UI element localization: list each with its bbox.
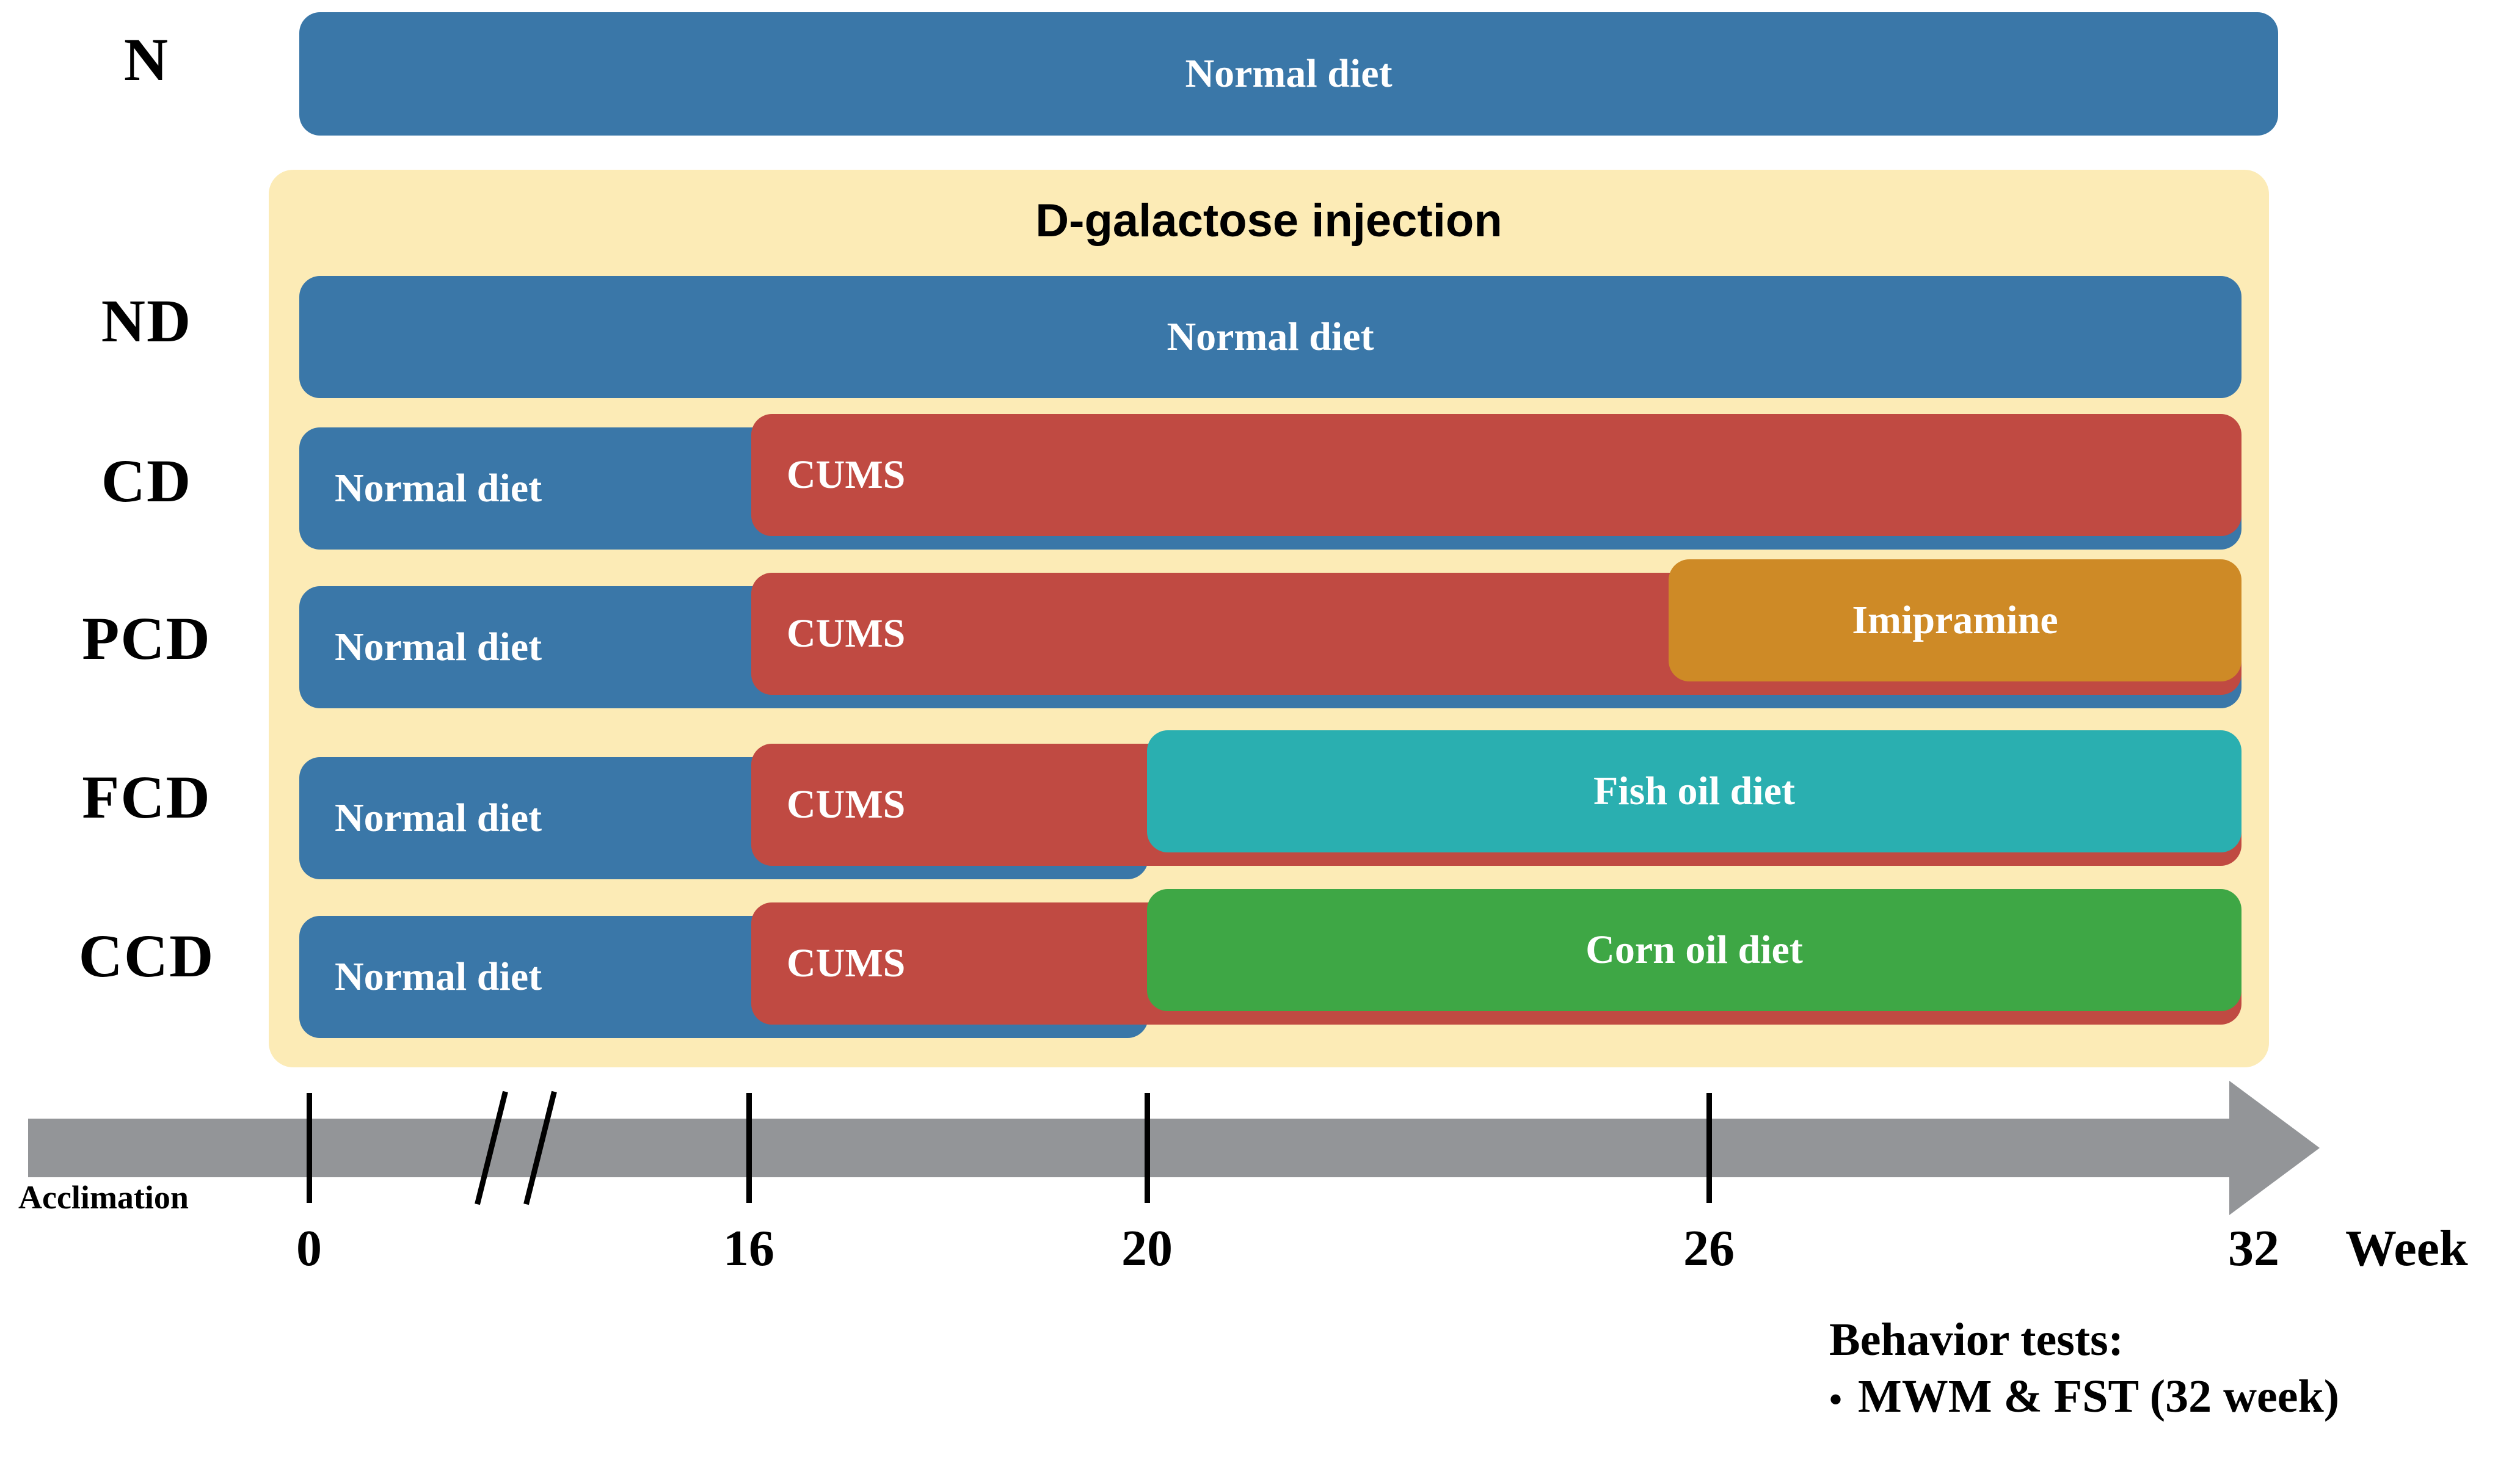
bar-cd-cums: CUMS	[751, 414, 2241, 536]
group-label-ccd: CCD	[78, 922, 215, 990]
bar-nd-normal-diet: Normal diet	[299, 276, 2241, 398]
behavior-tests-note: Behavior tests: • MWM & FST (32 week)	[1829, 1312, 2339, 1425]
behavior-tests-heading: Behavior tests:	[1829, 1314, 2124, 1365]
tick-week-26	[1706, 1093, 1712, 1203]
tick-week-0	[307, 1093, 312, 1203]
behavior-tests-item: • MWM & FST (32 week)	[1829, 1368, 2339, 1425]
axis-unit-label: Week	[2345, 1220, 2468, 1277]
tick-week-16	[746, 1093, 752, 1203]
acclimation-label: Acclimation	[18, 1179, 189, 1216]
group-label-fcd: FCD	[82, 763, 211, 831]
tick-label-week-26: 26	[1683, 1220, 1735, 1277]
tick-week-20	[1145, 1093, 1150, 1203]
bar-pcd-imipramine: Imipramine	[1669, 559, 2241, 681]
group-label-pcd: PCD	[82, 604, 211, 672]
d-galactose-label: D-galactose injection	[1035, 195, 1502, 247]
tick-label-week-0: 0	[296, 1220, 322, 1277]
bar-n-normal-diet: Normal diet	[299, 12, 2278, 136]
bar-ccd-corn-oil-diet: Corn oil diet	[1147, 889, 2241, 1011]
bar-fcd-fish-oil-diet: Fish oil diet	[1147, 730, 2241, 852]
group-label-cd: CD	[101, 447, 192, 515]
group-label-nd: ND	[101, 287, 192, 355]
behavior-tests-item-label: MWM & FST (32 week)	[1858, 1370, 2340, 1422]
timeline-axis-shaft	[28, 1119, 2245, 1177]
bullet-icon: •	[1829, 1379, 1843, 1420]
timeline-arrow-head	[2229, 1081, 2320, 1215]
tick-label-week-16: 16	[723, 1220, 774, 1277]
tick-label-week-20: 20	[1121, 1220, 1173, 1277]
tick-label-week-32: 32	[2228, 1220, 2279, 1277]
group-label-n: N	[123, 26, 170, 93]
